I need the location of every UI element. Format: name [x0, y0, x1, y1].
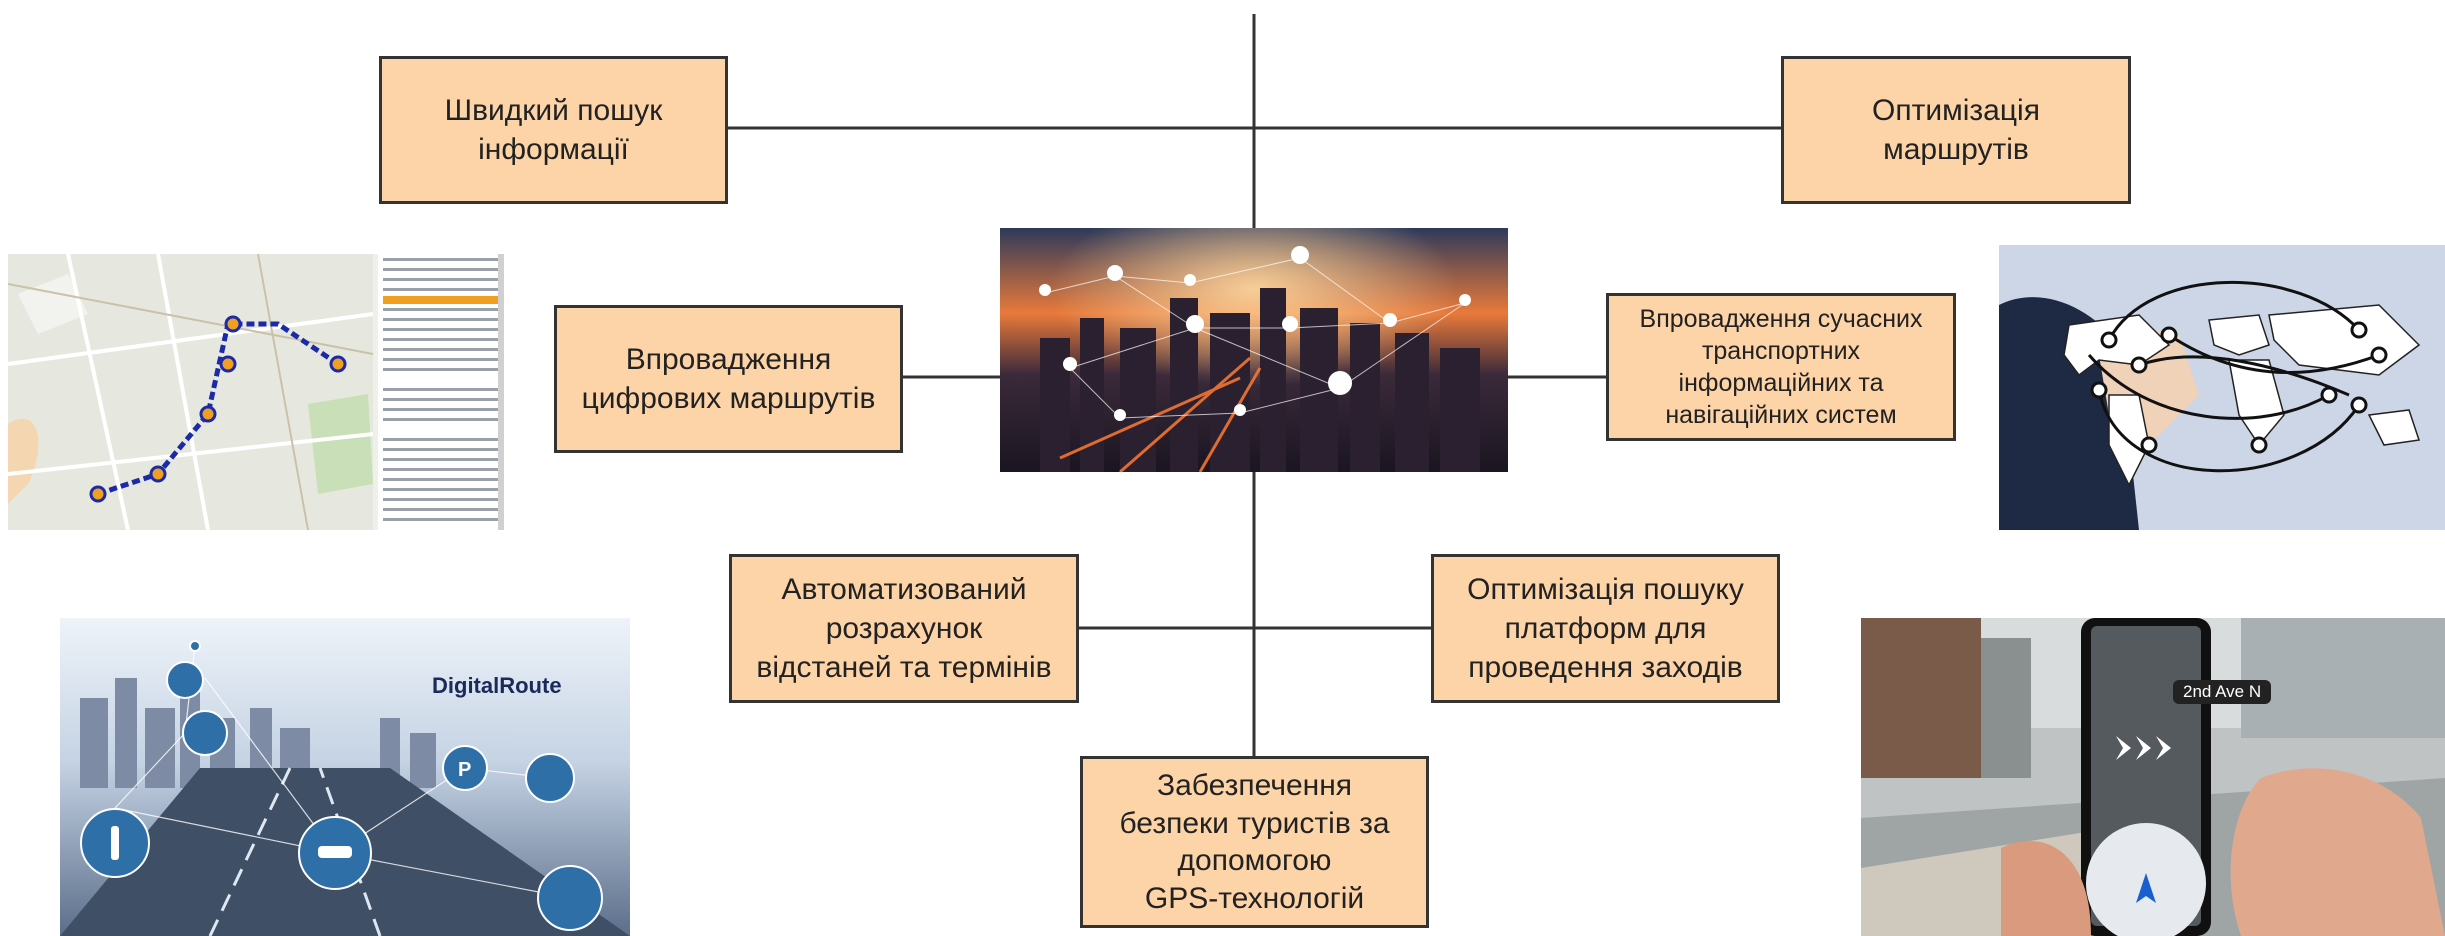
box-platform-search-label: Оптимізація пошуку платформ для проведен… [1467, 573, 1744, 684]
world-map-hand-image [1999, 245, 2445, 530]
box-digital-routes: Впровадження цифрових маршрутів [554, 305, 903, 453]
box-fast-search-label: Швидкий пошук інформації [444, 94, 663, 166]
box-transport-systems-label: Впровадження сучасних транспортних інфор… [1639, 305, 1923, 429]
box-route-optimization: Оптимізація маршрутів [1781, 56, 2131, 204]
box-transport-systems: Впровадження сучасних транспортних інфор… [1606, 293, 1956, 441]
digitalroute-image: P DigitalRoute [60, 618, 630, 936]
phone-navigation-image: 2nd Ave N [1861, 618, 2445, 936]
box-route-optimization-label: Оптимізація маршрутів [1872, 94, 2040, 166]
box-platform-search: Оптимізація пошуку платформ для проведен… [1431, 554, 1780, 703]
box-gps-safety-label: Забезпечення безпеки туристів за допомог… [1119, 769, 1390, 915]
svg-text:P: P [458, 759, 471, 781]
box-auto-calc: Автоматизований розрахунок відстаней та … [729, 554, 1079, 703]
box-auto-calc-label: Автоматизований розрахунок відстаней та … [756, 573, 1052, 684]
box-digital-routes-label: Впровадження цифрових маршрутів [581, 343, 876, 415]
box-fast-search: Швидкий пошук інформації [379, 56, 728, 204]
digitalroute-logo: DigitalRoute [432, 673, 562, 698]
box-gps-safety: Забезпечення безпеки туристів за допомог… [1080, 756, 1429, 928]
city-network-image [1000, 228, 1508, 472]
street-sign: 2nd Ave N [2173, 680, 2272, 704]
route-map-image [8, 254, 508, 530]
